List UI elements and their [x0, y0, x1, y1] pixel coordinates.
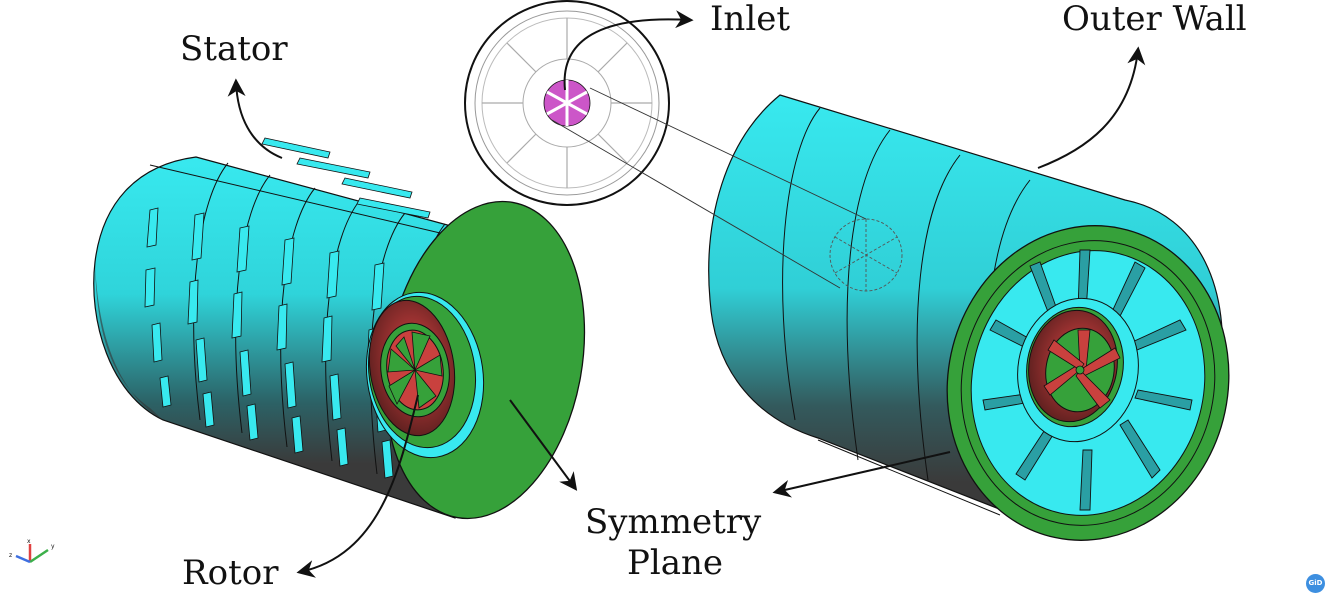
annotation-arrows: [227, 10, 1146, 578]
left-model: [93, 137, 586, 520]
inlet-inset: [464, 0, 867, 289]
arrow-rotor: [296, 394, 419, 578]
ghost-inlet: [829, 218, 903, 292]
arrow-outer-wall: [1037, 46, 1146, 169]
gid-logo-badge: GiD: [1306, 574, 1325, 593]
left-rotor-blades: [387, 331, 443, 409]
right-rotor-blades: [1043, 329, 1121, 409]
arrow-symmetry-left: [509, 399, 578, 491]
right-stator-vanes: [982, 249, 1193, 511]
right-model: [708, 94, 1230, 541]
label-symmetry-plane-line1: Symmetry: [585, 502, 762, 542]
label-rotor: Rotor: [182, 553, 279, 593]
label-symmetry-plane-line2: Plane: [627, 543, 724, 583]
axis-x-label: x: [27, 538, 31, 545]
arrow-inlet: [563, 10, 694, 91]
label-stator: Stator: [180, 29, 288, 69]
axis-y-label: y: [51, 543, 55, 550]
axes-triad-icon: x y z: [9, 538, 55, 564]
label-inlet: Inlet: [710, 0, 790, 39]
label-outer-wall: Outer Wall: [1062, 0, 1247, 39]
axis-z-label: z: [9, 552, 12, 559]
arrow-stator: [227, 78, 283, 159]
arrow-symmetry-right: [772, 451, 951, 498]
